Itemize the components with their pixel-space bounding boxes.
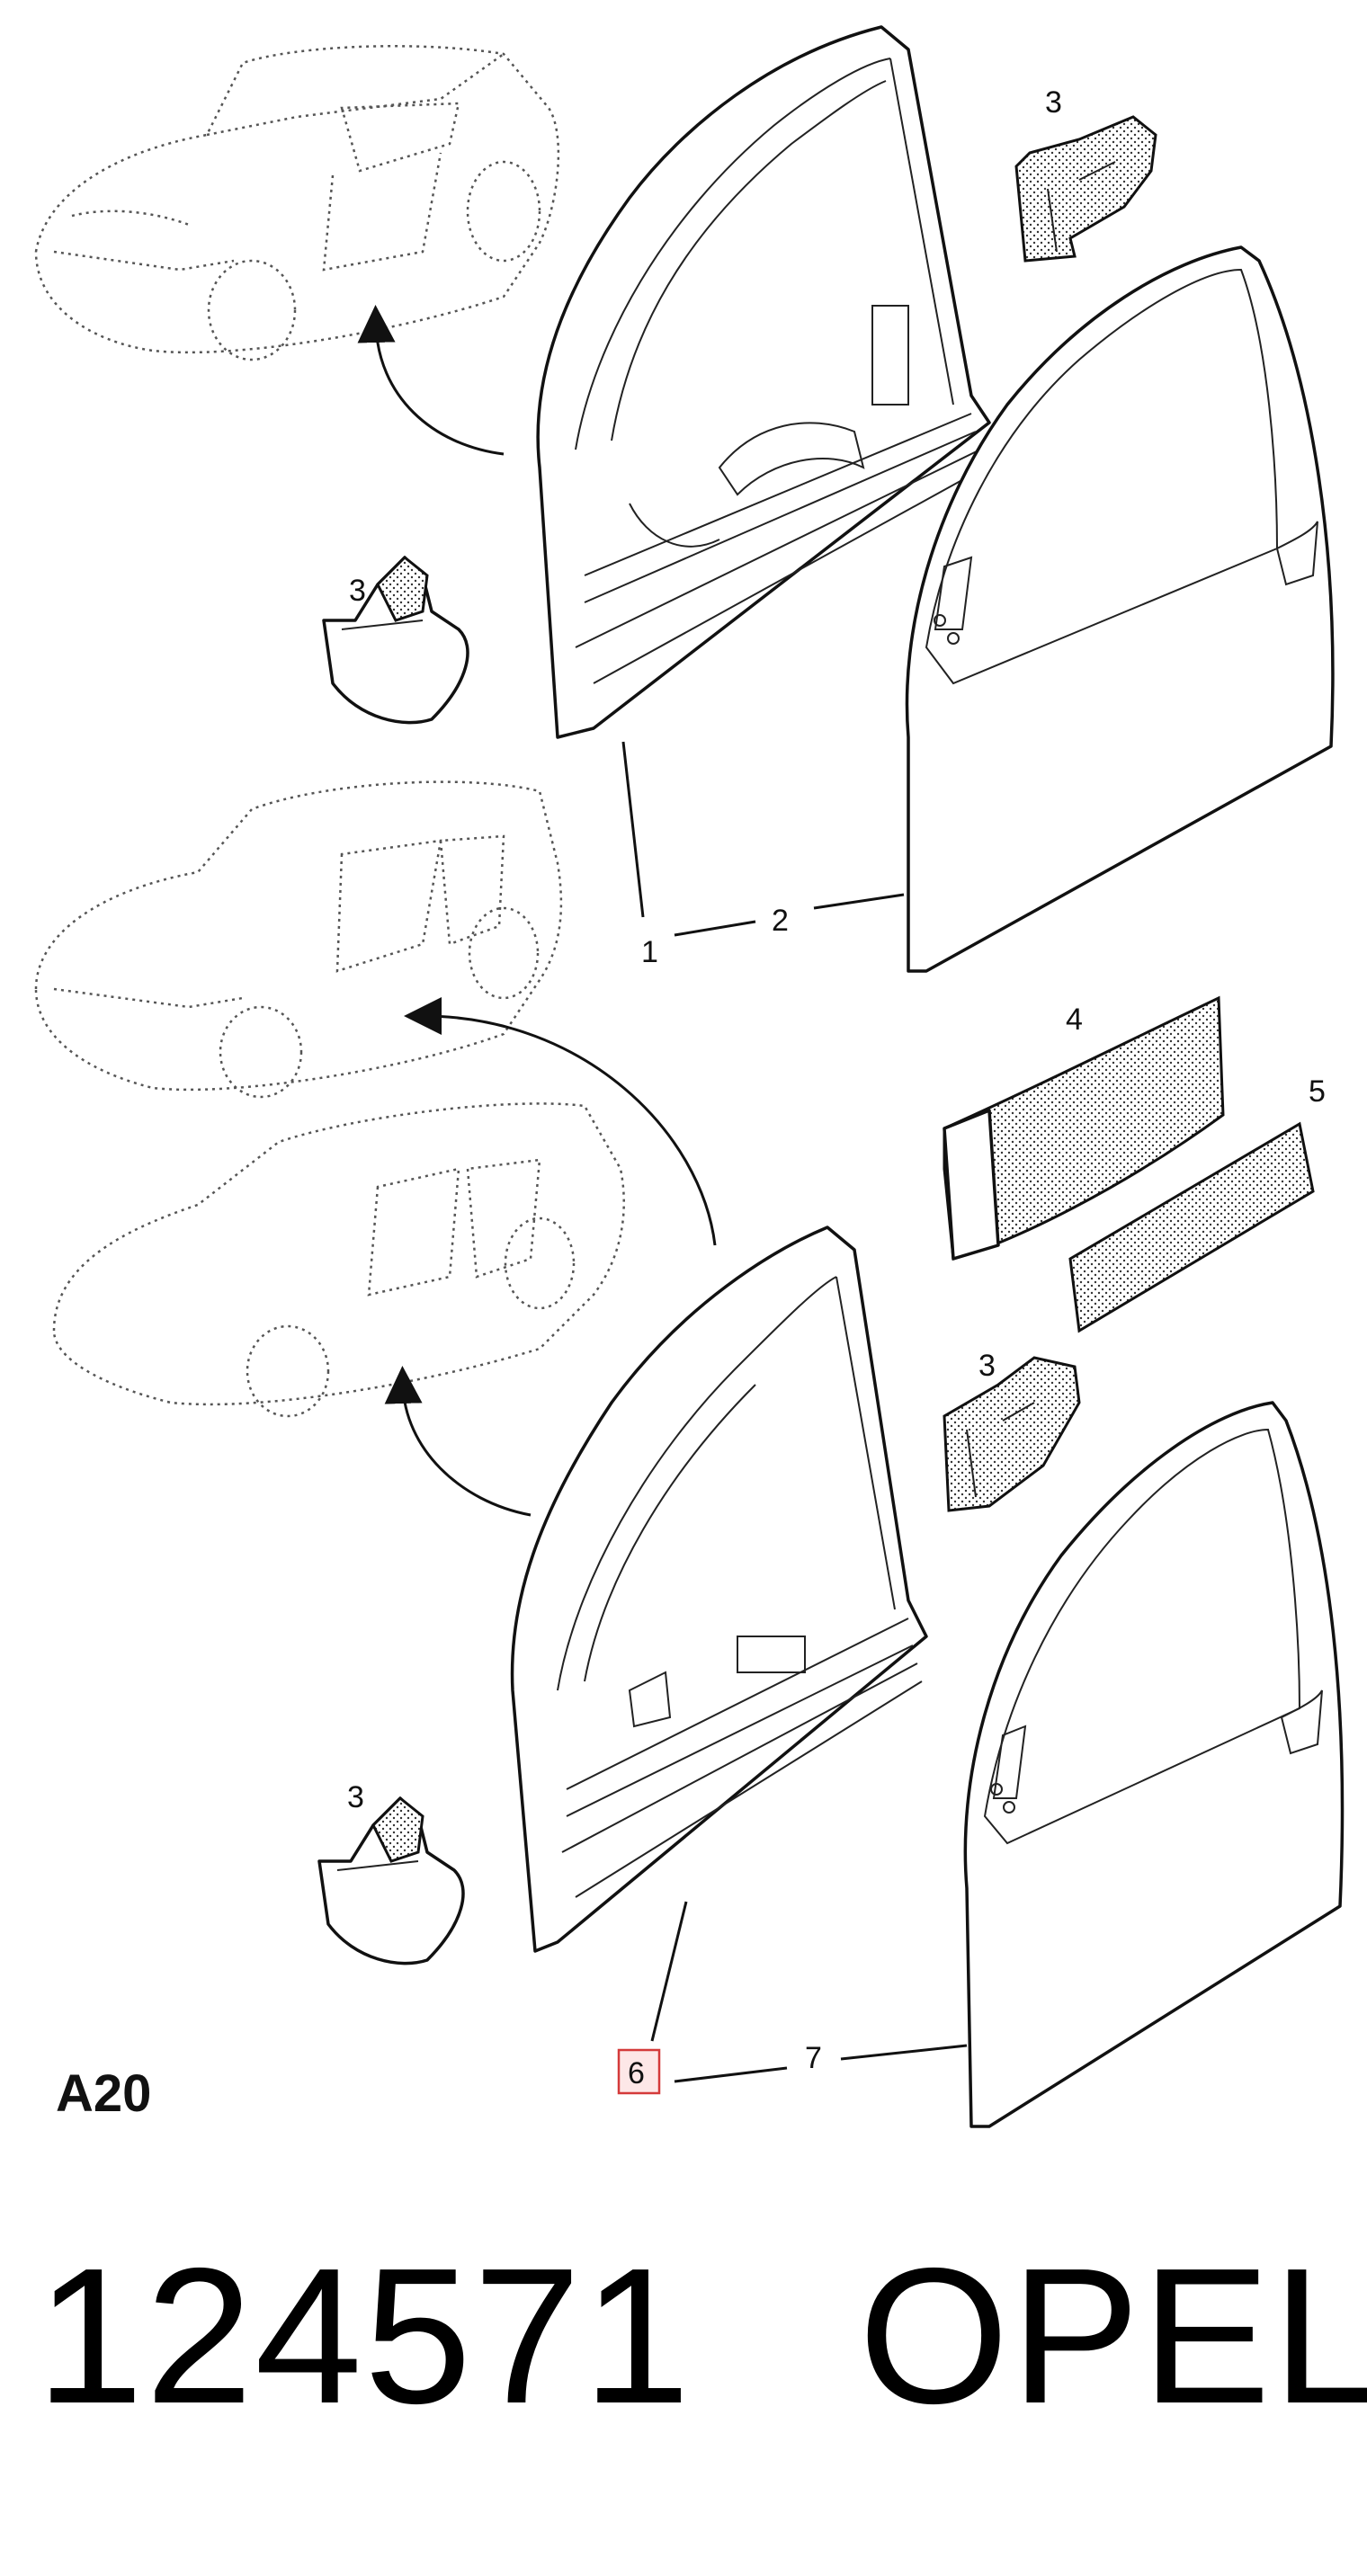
door-outer-panel-2	[905, 245, 1335, 973]
door-inner-frame-upper	[536, 25, 991, 739]
callout-3-top-right: 3	[1045, 85, 1062, 120]
car-illustration-wagon	[52, 1102, 625, 1418]
arrow-to-car1	[357, 305, 505, 456]
callout-3-middle-right: 3	[978, 1349, 996, 1383]
part-3-bracket-middle-right	[943, 1356, 1081, 1512]
part-4-molding	[943, 995, 1225, 1261]
brand-name: OPEL	[858, 2227, 1367, 2444]
part-5-strip	[1068, 1121, 1315, 1333]
car-illustration-3door	[34, 45, 560, 361]
callout-6: 6	[628, 2056, 645, 2090]
part-3-bracket-left-lower	[317, 1796, 465, 1965]
part-3-bracket-top-right	[1014, 115, 1157, 263]
part-number-and-brand: 124571 OPEL	[36, 2239, 1367, 2432]
car-illustration-5door	[34, 780, 563, 1099]
callout-2: 2	[772, 904, 789, 938]
part-number: 124571	[36, 2227, 692, 2444]
arrow-to-car3	[384, 1366, 532, 1517]
callout-7: 7	[805, 2041, 822, 2075]
leader-lines	[621, 741, 968, 2083]
callout-1: 1	[641, 935, 658, 969]
arrow-to-car2	[404, 997, 717, 1246]
footer-spacer	[692, 2227, 858, 2444]
callout-5: 5	[1309, 1074, 1326, 1109]
part-3-bracket-left-upper	[322, 555, 469, 725]
door-outer-panel-7	[963, 1401, 1345, 2128]
door-inner-frame-lower	[510, 1226, 928, 1953]
diagram-page-code: A20	[56, 2064, 152, 2123]
callout-3-left-lower: 3	[347, 1780, 364, 1814]
callout-3-left-upper: 3	[349, 574, 366, 608]
callout-labels: 3 3 1 2 4 5 3 3 6 7	[347, 85, 1326, 2095]
callout-6-highlight-box	[617, 2048, 661, 2095]
callout-4: 4	[1066, 1003, 1083, 1037]
